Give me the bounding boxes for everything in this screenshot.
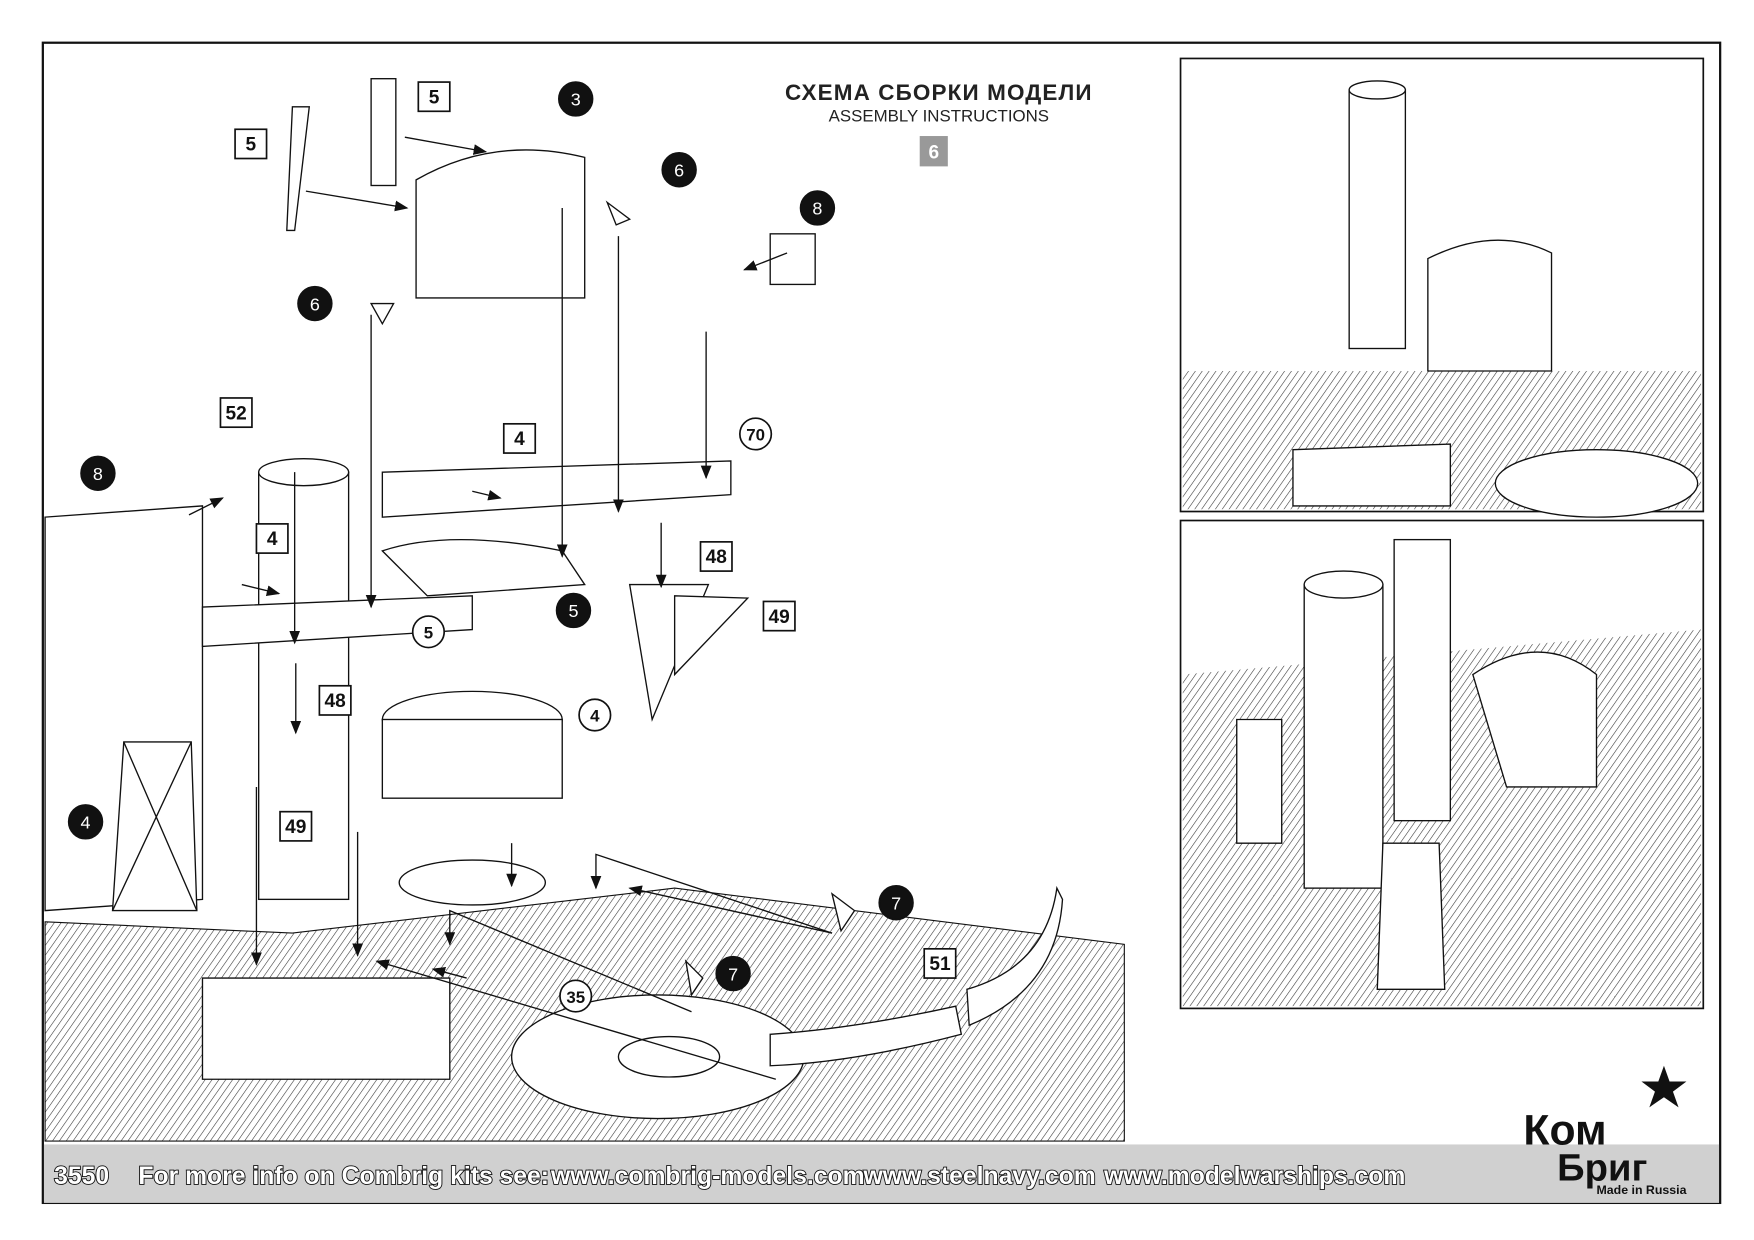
callout-label: 7 bbox=[728, 964, 738, 984]
superstructure-base bbox=[201, 977, 451, 1080]
callout-label: 4 bbox=[81, 813, 91, 833]
callout-label: 5 bbox=[568, 601, 578, 621]
callout-black-circle: 5 bbox=[555, 592, 592, 629]
inset-view-bottom bbox=[1179, 519, 1705, 1010]
star-icon bbox=[1641, 1065, 1687, 1108]
kit-number: 3550 bbox=[54, 1163, 109, 1190]
callout-label: 8 bbox=[93, 464, 103, 484]
callout-label: 48 bbox=[324, 691, 346, 712]
callout-label: 3 bbox=[571, 90, 581, 110]
callout-label: 52 bbox=[226, 403, 247, 424]
callout-black-circle: 4 bbox=[67, 804, 104, 840]
title-russian: СХЕМА СБОРКИ МОДЕЛИ bbox=[785, 80, 1093, 105]
main-assembly-drawing bbox=[44, 78, 1125, 1142]
footer-bar bbox=[43, 1144, 1720, 1203]
callout-black-circle: 8 bbox=[799, 190, 836, 226]
searchlight-tower bbox=[111, 741, 198, 912]
logo-line2: Бриг bbox=[1557, 1146, 1647, 1189]
step-number: 6 bbox=[928, 143, 939, 164]
combrig-logo: Ком Бриг Made in Russia bbox=[1523, 1065, 1687, 1197]
callout-label: 49 bbox=[285, 817, 306, 838]
callout-label: 4 bbox=[514, 429, 525, 450]
callout-label: 5 bbox=[429, 87, 440, 108]
callout-label: 5 bbox=[245, 135, 256, 156]
callout-boxed: 5 bbox=[417, 81, 451, 113]
callout-label: 6 bbox=[310, 294, 320, 314]
callout-black-circle: 6 bbox=[661, 152, 697, 188]
title-english: ASSEMBLY INSTRUCTIONS bbox=[829, 106, 1049, 125]
part-callouts: 5 5 52 4 4 48 49 48 49 51 3 6 8 6 8 5 4 7 7 70 5 4 35 bbox=[67, 81, 957, 1013]
callout-boxed: 48 bbox=[699, 541, 733, 572]
logo-line1: Ком bbox=[1523, 1106, 1606, 1154]
part-8 bbox=[769, 233, 816, 286]
callout-black-circle: 7 bbox=[715, 955, 751, 992]
link-modelwarships[interactable]: www.modelwarships.com bbox=[1102, 1162, 1406, 1191]
link-combrig[interactable]: www.combrig-models.com bbox=[549, 1162, 865, 1191]
callout-boxed: 52 bbox=[219, 397, 253, 429]
ladder-5 bbox=[370, 78, 397, 187]
callout-boxed: 4 bbox=[502, 422, 537, 454]
step-badge bbox=[919, 136, 948, 167]
callout-black-circle: 7 bbox=[878, 885, 914, 921]
link-steelnavy[interactable]: www.steelnavy.com bbox=[862, 1162, 1097, 1191]
callout-boxed: 48 bbox=[318, 684, 352, 716]
callout-black-circle: 3 bbox=[558, 81, 594, 117]
callout-boxed: 51 bbox=[923, 947, 957, 979]
callout-label: 6 bbox=[674, 161, 684, 181]
callout-label: 49 bbox=[769, 607, 790, 628]
callout-boxed: 49 bbox=[279, 810, 313, 842]
support-49 bbox=[673, 595, 750, 677]
callout-label: 35 bbox=[566, 988, 585, 1007]
part-51 bbox=[769, 1005, 963, 1067]
callout-boxed: 4 bbox=[255, 523, 289, 554]
footer-info: For more info on Combrig kits see: bbox=[138, 1163, 549, 1190]
callout-open-circle: 35 bbox=[559, 979, 593, 1013]
callout-label: 7 bbox=[891, 893, 901, 913]
callout-open-circle: 70 bbox=[739, 417, 773, 451]
callout-boxed: 49 bbox=[762, 600, 796, 632]
callout-label: 8 bbox=[812, 199, 822, 219]
callout-open-circle: 5 bbox=[411, 615, 446, 649]
callout-label: 48 bbox=[706, 547, 728, 568]
callout-label: 4 bbox=[590, 707, 600, 726]
callout-black-circle: 6 bbox=[297, 285, 333, 322]
inset-view-top bbox=[1179, 57, 1705, 518]
callout-boxed: 5 bbox=[234, 128, 268, 160]
callout-label: 4 bbox=[267, 529, 278, 550]
callout-label: 5 bbox=[424, 624, 433, 643]
logo-tagline: Made in Russia bbox=[1596, 1183, 1686, 1197]
callout-label: 70 bbox=[746, 426, 765, 445]
callout-open-circle: 4 bbox=[578, 698, 612, 732]
bridge-3 bbox=[415, 149, 586, 299]
callout-label: 51 bbox=[929, 954, 951, 975]
callout-black-circle: 8 bbox=[80, 455, 116, 491]
